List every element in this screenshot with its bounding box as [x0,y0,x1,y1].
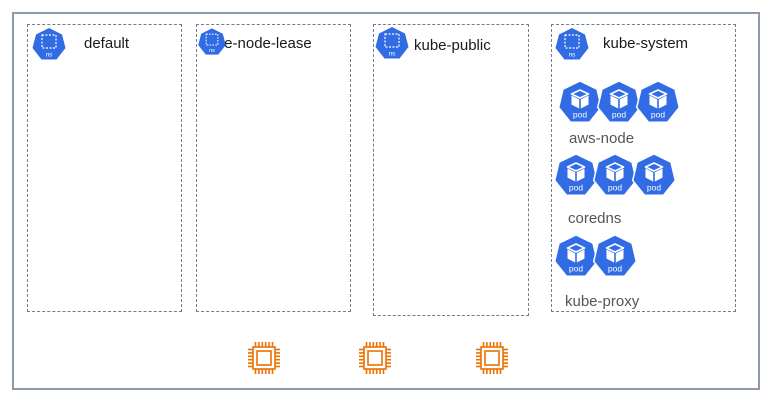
namespace-kube-system[interactable] [551,24,736,312]
ec2-chip-icon [359,342,391,374]
namespace-icon: ns [32,28,66,60]
pod-icon: pod [635,80,681,123]
svg-text:ns: ns [389,51,397,58]
svg-text:pod: pod [569,264,583,274]
namespace-icon: ns [375,27,409,59]
namespace-title-kube-public: kube-public [414,37,491,54]
namespace-icon: ns [555,28,589,60]
svg-text:ns: ns [569,52,577,59]
svg-text:pod: pod [647,183,661,193]
ec2-chip-icon [248,342,280,374]
pod-group-label-kube-proxy: kube-proxy [565,293,640,310]
svg-text:pod: pod [608,183,622,193]
svg-text:ns: ns [46,52,54,59]
namespace-icon: ns [198,28,226,55]
pod-icon: pod [596,80,642,123]
svg-text:pod: pod [651,110,665,120]
cluster-boundary [12,12,760,390]
svg-text:pod: pod [612,110,626,120]
namespace-title-kube-system: kube-system [603,35,689,52]
pod-icon: pod [631,153,677,196]
namespace-default[interactable] [27,24,182,312]
svg-text:ns: ns [209,48,215,54]
pod-icon: pod [592,234,638,277]
namespace-kube-node-lease[interactable] [196,24,351,312]
svg-text:pod: pod [569,183,583,193]
pod-group-label-aws-node: aws-node [569,130,635,147]
ec2-chip-icon [476,342,508,374]
pod-icon: pod [553,153,599,196]
pod-icon: pod [557,80,603,123]
namespace-title-default: default [84,35,130,52]
pod-icon: pod [592,153,638,196]
pod-icon: pod [553,234,599,277]
namespace-title-kube-node-lease: kube-node-lease [200,35,312,52]
namespace-kube-public[interactable] [373,24,529,316]
svg-text:pod: pod [573,110,587,120]
svg-text:pod: pod [608,264,622,274]
pod-group-label-coredns: coredns [568,210,622,227]
